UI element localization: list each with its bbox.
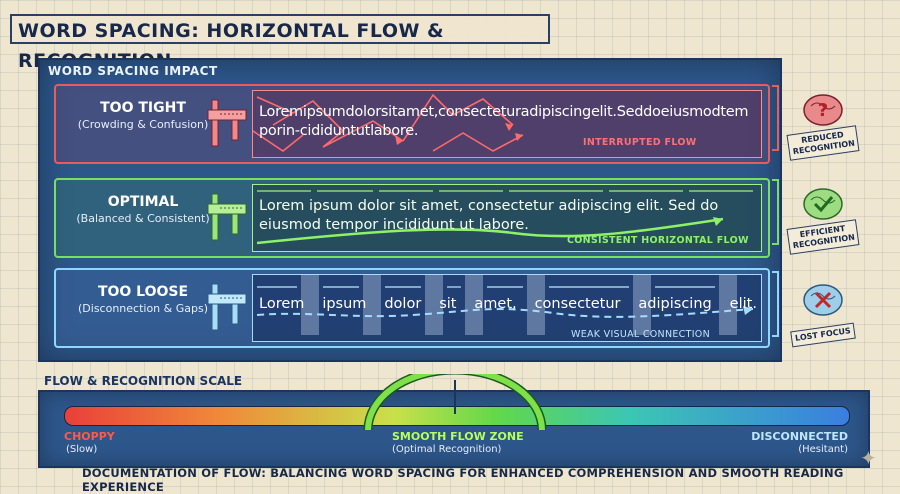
- scale-center-label: SMOOTH FLOW ZONE: [392, 430, 524, 443]
- row-optimal: OPTIMAL (Balanced & Consistent) Lorem ip…: [54, 178, 770, 258]
- result-badge: REDUCED RECOGNITION: [786, 125, 860, 161]
- row-subtitle: (Disconnection & Gaps): [78, 302, 208, 315]
- scale-right-sub: (Hesitant): [798, 444, 848, 455]
- result-efficient-recognition: EFFICIENT RECOGNITION: [786, 186, 860, 255]
- word: sit: [439, 296, 457, 312]
- x-brain-icon: [803, 284, 843, 316]
- row-name: TOO LOOSE: [97, 284, 189, 300]
- page-title: WORD SPACING: HORIZONTAL FLOW & RECOGNIT…: [10, 14, 550, 72]
- flow-label: WEAK VISUAL CONNECTION: [571, 329, 710, 340]
- result-lost-focus: LOST FOCUS: [788, 282, 858, 348]
- word: dolor: [384, 296, 422, 312]
- row-label: TOO TIGHT (Crowding & Confusion): [64, 86, 222, 131]
- scale-left-label: CHOPPY: [64, 430, 115, 443]
- gap-blocks-icon: [256, 275, 754, 335]
- caliper-icon: [207, 283, 247, 331]
- scale-left-sub: (Slow): [66, 444, 98, 455]
- result-brackets: [772, 85, 779, 337]
- question-brain-icon: ?: [803, 94, 843, 126]
- word: consectetur: [534, 296, 621, 312]
- word: Lorem: [259, 296, 305, 312]
- sparkle-icon: ✦: [860, 446, 877, 470]
- footer-caption: DOCUMENTATION OF FLOW: BALANCING WORD SP…: [82, 466, 844, 494]
- row-name: TOO TIGHT: [100, 100, 186, 116]
- row-too-loose: TOO LOOSE (Disconnection & Gaps): [54, 268, 770, 348]
- word: amet,: [474, 296, 517, 312]
- text-sample-box: Loremipsumdolorsitamet,consecteturadipis…: [252, 90, 762, 158]
- scale-right-label: DISCONNECTED: [751, 430, 848, 443]
- scale-title: FLOW & RECOGNITION SCALE: [44, 374, 243, 388]
- caliper-icon: [207, 193, 247, 241]
- word: adipiscing: [638, 296, 712, 312]
- panel-title: WORD SPACING IMPACT: [48, 64, 218, 78]
- text-sample: Lorem ipsum dolor sit amet, consectetur …: [259, 198, 719, 233]
- flow-label: CONSISTENT HORIZONTAL FLOW: [567, 235, 749, 246]
- caliper-icon: [207, 99, 247, 147]
- flow-scale-panel: CHOPPY (Slow) SMOOTH FLOW ZONE (Optimal …: [38, 374, 870, 468]
- word-spacing-impact-panel: WORD SPACING IMPACT TOO TIGHT (Crowding …: [38, 58, 782, 362]
- result-reduced-recognition: ? REDUCED RECOGNITION: [786, 92, 860, 161]
- chaotic-arrows-icon: [253, 93, 524, 152]
- row-subtitle: (Balanced & Consistent): [76, 212, 210, 225]
- text-sample-words: Lorem ipsum dolor sit amet, consectetur …: [259, 295, 757, 314]
- check-brain-icon: [803, 188, 843, 220]
- text-sample-box: Lorem ipsum dolor sit amet, consectetur …: [252, 274, 762, 342]
- row-name: OPTIMAL: [107, 194, 179, 210]
- word: elit.: [729, 296, 757, 312]
- row-subtitle: (Crowding & Confusion): [77, 118, 209, 131]
- flow-label: INTERRUPTED FLOW: [583, 137, 697, 148]
- gradient-scale-bar: [64, 406, 850, 426]
- text-sample: Loremipsumdolorsitamet,consecteturadipis…: [259, 104, 749, 139]
- row-label: TOO LOOSE (Disconnection & Gaps): [64, 270, 222, 315]
- text-sample-box: Lorem ipsum dolor sit amet, consectetur …: [252, 184, 762, 252]
- svg-text:?: ?: [818, 100, 828, 121]
- word: ipsum: [322, 296, 367, 312]
- result-badge: EFFICIENT RECOGNITION: [786, 219, 860, 255]
- horizontal-flow-arrows-icon: [256, 190, 753, 245]
- smooth-zone-arc-icon: [363, 374, 547, 431]
- scale-center-sub: (Optimal Recognition): [392, 444, 502, 455]
- row-label: OPTIMAL (Balanced & Consistent): [64, 180, 222, 225]
- result-badge: LOST FOCUS: [790, 322, 856, 348]
- row-too-tight: TOO TIGHT (Crowding & Confusion): [54, 84, 770, 164]
